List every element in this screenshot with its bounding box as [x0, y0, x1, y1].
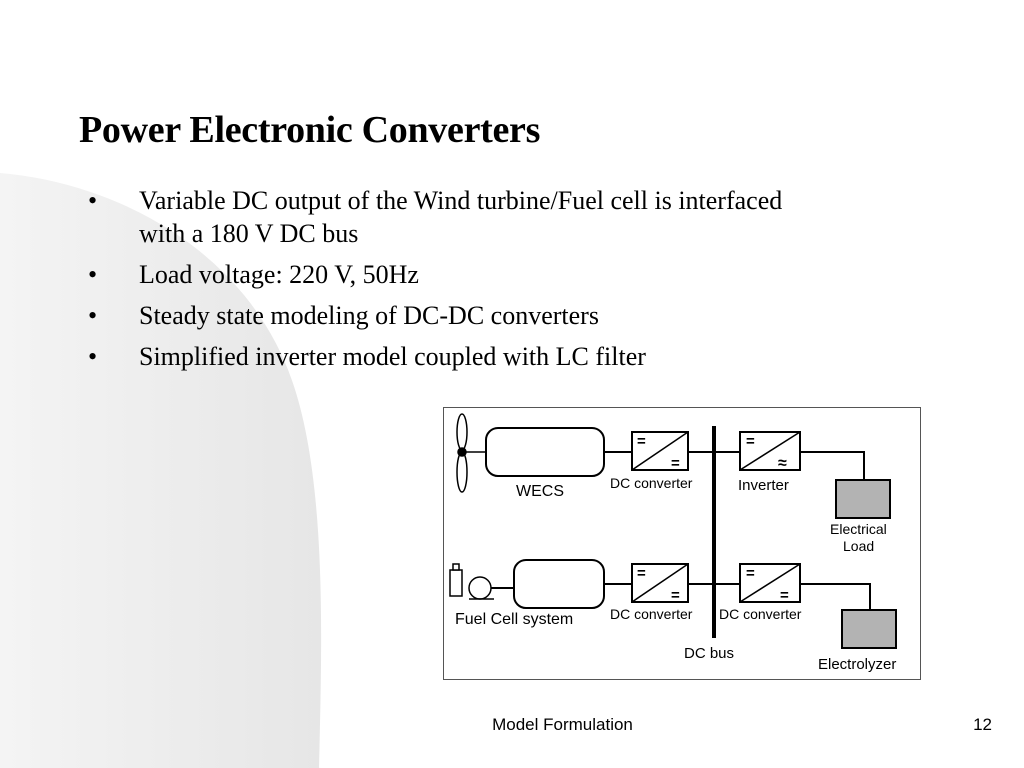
bullet-item: • Steady state modeling of DC-DC convert… [88, 299, 808, 332]
converter-out-symbol: = [780, 587, 789, 604]
dc-converter-bottom-right: = = [739, 563, 801, 604]
converter-in-symbol: = [637, 565, 646, 582]
electrolyzer-box [841, 609, 897, 649]
page-number: 12 [973, 715, 992, 734]
inverter-out-symbol: ≈ [778, 455, 787, 472]
inverter-block: = ≈ [739, 431, 801, 472]
converter-out-symbol: = [671, 455, 680, 472]
system-diagram-svg: = = = ≈ = = [449, 413, 897, 673]
fuel-cell-box [513, 559, 605, 609]
bullet-marker: • [88, 186, 98, 215]
fuel-cell-label: Fuel Cell system [455, 611, 573, 628]
wecs-box [485, 427, 605, 477]
converter-in-symbol: = [746, 565, 755, 582]
converter-in-symbol: = [637, 433, 646, 450]
bullet-marker: • [88, 301, 98, 330]
wecs-label: WECS [516, 483, 564, 500]
bullet-item: • Load voltage: 220 V, 50Hz [88, 258, 808, 291]
bullet-text: Simplified inverter model coupled with L… [139, 342, 646, 371]
dc-converter-bottom-left-label: DC converter [610, 606, 693, 622]
footer-section-title: Model Formulation [492, 715, 633, 734]
converter-out-symbol: = [671, 587, 680, 604]
bullet-marker: • [88, 342, 98, 371]
bullet-item: • Simplified inverter model coupled with… [88, 340, 808, 373]
dc-bus-label: DC bus [684, 645, 734, 662]
dc-converter-top: = = [631, 431, 689, 472]
slide-title: Power Electronic Converters [79, 109, 541, 151]
fuel-tank-icon [449, 563, 463, 597]
electrolyzer-label: Electrolyzer [818, 656, 896, 673]
electrical-load-label-line2: Load [843, 538, 874, 554]
electrical-load-label-line1: Electrical [830, 521, 887, 537]
inverter-label: Inverter [738, 477, 789, 494]
system-diagram: = = = ≈ = = [443, 407, 921, 680]
bullet-item: • Variable DC output of the Wind turbine… [88, 184, 808, 250]
bullet-text: Variable DC output of the Wind turbine/F… [139, 186, 783, 248]
bullet-marker: • [88, 260, 98, 289]
dc-converter-top-label: DC converter [610, 475, 693, 491]
wind-turbine-icon [456, 413, 486, 493]
dc-converter-bottom-left: = = [631, 563, 689, 604]
dc-converter-bottom-right-label: DC converter [719, 606, 802, 622]
compressor-icon [468, 576, 514, 600]
bullet-text: Load voltage: 220 V, 50Hz [139, 260, 419, 289]
electrical-load-box [835, 479, 891, 519]
bullet-text: Steady state modeling of DC-DC converter… [139, 301, 599, 330]
bullet-list: • Variable DC output of the Wind turbine… [88, 184, 808, 381]
inverter-in-symbol: = [746, 433, 755, 450]
